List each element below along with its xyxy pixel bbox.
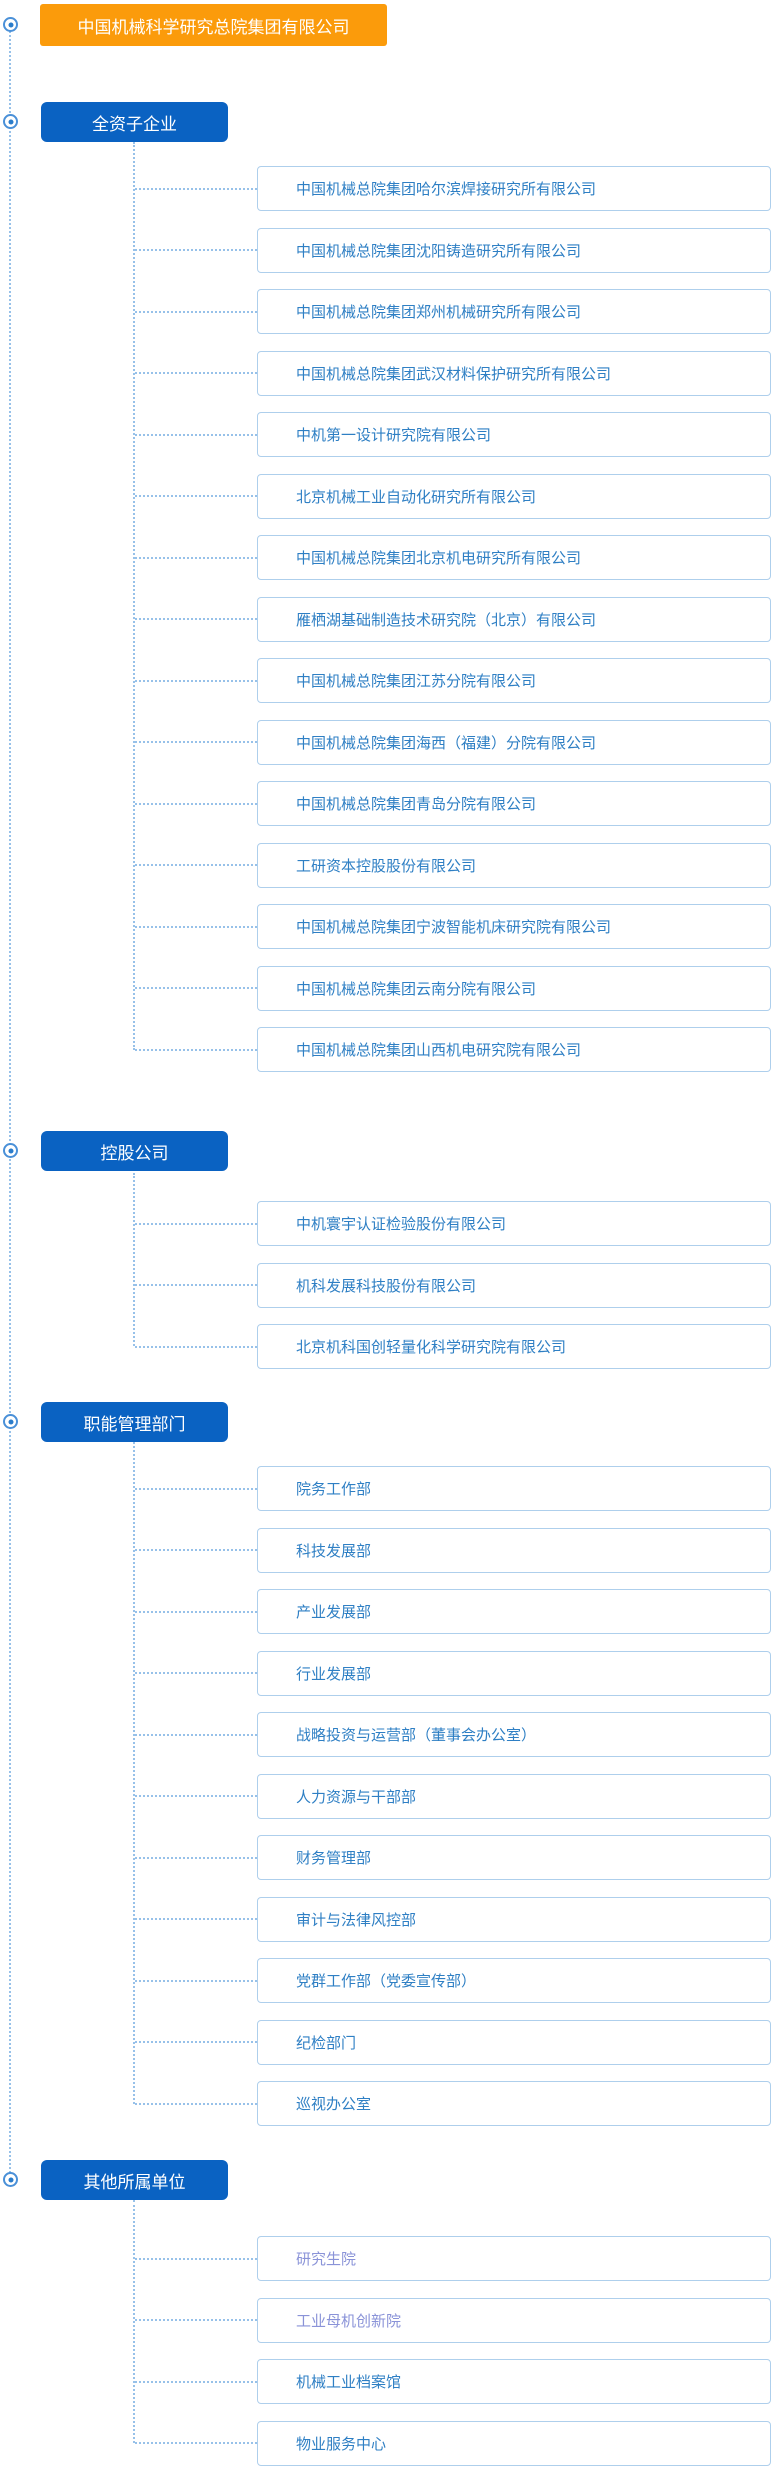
group-node-other-units[interactable]: 其他所属单位 (41, 2160, 228, 2200)
org-item[interactable]: 机科发展科技股份有限公司 (135, 1262, 771, 1308)
org-item[interactable]: 中机寰宇认证检验股份有限公司 (135, 1201, 771, 1246)
org-item[interactable]: 工研资本控股股份有限公司 (135, 842, 771, 888)
org-item[interactable]: 纪检部门 (135, 2019, 771, 2065)
org-item[interactable]: 审计与法律风控部 (135, 1896, 771, 1942)
org-item[interactable]: 研究生院 (135, 2236, 771, 2281)
group-3-item-list: 院务工作部 科技发展部 产业发展部 行业发展部 战略投资与运营部（董事会办公室）… (135, 1466, 771, 2126)
org-item[interactable]: 中国机械总院集团沈阳铸造研究所有限公司 (135, 227, 771, 273)
group-1-item-list: 中国机械总院集团哈尔滨焊接研究所有限公司 中国机械总院集团沈阳铸造研究所有限公司… (135, 166, 771, 1072)
org-item[interactable]: 中国机械总院集团山西机电研究院有限公司 (135, 1027, 771, 1072)
org-item[interactable]: 党群工作部（党委宣传部） (135, 1958, 771, 2003)
org-item[interactable]: 雁栖湖基础制造技术研究院（北京）有限公司 (135, 596, 771, 642)
org-item[interactable]: 机械工业档案馆 (135, 2359, 771, 2404)
org-item[interactable]: 科技发展部 (135, 1527, 771, 1573)
org-item[interactable]: 中国机械总院集团武汉材料保护研究所有限公司 (135, 350, 771, 396)
org-item[interactable]: 中国机械总院集团北京机电研究所有限公司 (135, 535, 771, 580)
org-item[interactable]: 人力资源与干部部 (135, 1773, 771, 1819)
group-node-functional-departments[interactable]: 职能管理部门 (41, 1402, 228, 1442)
group-node-wholly-owned[interactable]: 全资子企业 (41, 102, 228, 142)
group-node-holding-companies[interactable]: 控股公司 (41, 1131, 228, 1171)
org-item[interactable]: 财务管理部 (135, 1835, 771, 1880)
org-item[interactable]: 中国机械总院集团江苏分院有限公司 (135, 658, 771, 703)
org-item[interactable]: 中机第一设计研究院有限公司 (135, 412, 771, 457)
group-3-connector-line (133, 1442, 135, 2104)
org-item[interactable]: 北京机科国创轻量化科学研究院有限公司 (135, 1324, 771, 1369)
org-item[interactable]: 中国机械总院集团海西（福建）分院有限公司 (135, 719, 771, 765)
group-4-item-list: 研究生院 工业母机创新院 机械工业档案馆 物业服务中心 (135, 2236, 771, 2466)
group-1-connector-line (133, 142, 135, 1050)
org-item[interactable]: 行业发展部 (135, 1650, 771, 1696)
org-item[interactable]: 战略投资与运营部（董事会办公室） (135, 1712, 771, 1757)
org-item[interactable]: 中国机械总院集团青岛分院有限公司 (135, 781, 771, 826)
org-item[interactable]: 中国机械总院集团郑州机械研究所有限公司 (135, 289, 771, 334)
org-item[interactable]: 物业服务中心 (135, 2420, 771, 2466)
spine-connector-line (9, 24, 11, 2180)
org-item[interactable]: 中国机械总院集团宁波智能机床研究院有限公司 (135, 904, 771, 949)
org-item[interactable]: 产业发展部 (135, 1589, 771, 1634)
org-item[interactable]: 工业母机创新院 (135, 2297, 771, 2343)
root-node[interactable]: 中国机械科学研究总院集团有限公司 (40, 4, 387, 46)
org-item[interactable]: 中国机械总院集团哈尔滨焊接研究所有限公司 (135, 166, 771, 211)
group-2-connector-line (133, 1173, 135, 1346)
group-2-item-list: 中机寰宇认证检验股份有限公司 机科发展科技股份有限公司 北京机科国创轻量化科学研… (135, 1201, 771, 1369)
group-4-bullet-icon (3, 2172, 18, 2187)
root-bullet-icon (3, 17, 18, 32)
org-item[interactable]: 巡视办公室 (135, 2081, 771, 2126)
org-item[interactable]: 中国机械总院集团云南分院有限公司 (135, 965, 771, 1011)
org-item[interactable]: 院务工作部 (135, 1466, 771, 1511)
group-1-bullet-icon (3, 114, 18, 129)
group-2-bullet-icon (3, 1143, 18, 1158)
group-3-bullet-icon (3, 1414, 18, 1429)
org-item[interactable]: 北京机械工业自动化研究所有限公司 (135, 473, 771, 519)
group-4-connector-line (133, 2200, 135, 2443)
